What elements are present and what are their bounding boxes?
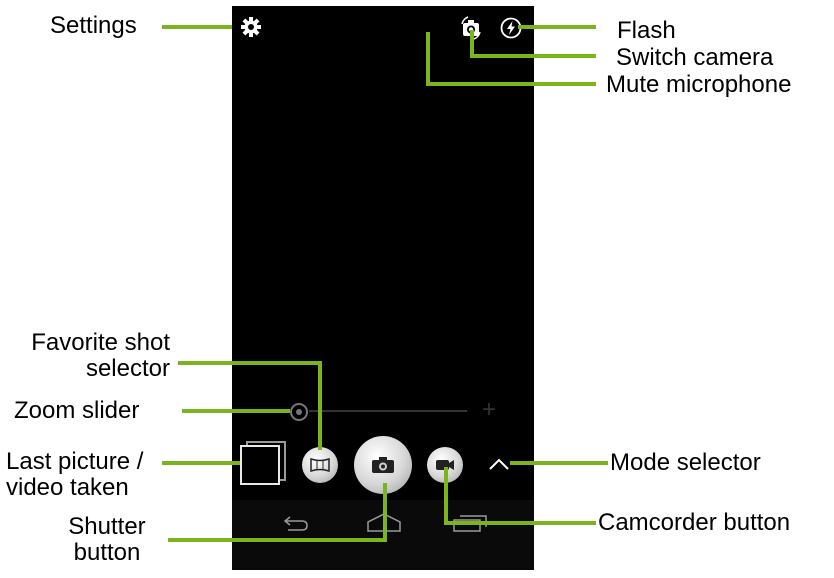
label-zoom-slider: Zoom slider: [14, 397, 140, 424]
label-favorite-shot-line1: Favorite shot: [31, 329, 170, 356]
favorite-shot-button[interactable]: [302, 447, 338, 483]
label-last-picture-line2: video taken: [6, 474, 129, 501]
label-mute-microphone: Mute microphone: [606, 71, 792, 98]
label-last-picture-line1: Last picture /: [6, 448, 144, 475]
label-mode-selector: Mode selector: [610, 449, 761, 476]
last-picture-thumbnail[interactable]: [240, 445, 280, 485]
zoom-in-icon[interactable]: +: [482, 396, 497, 423]
home-icon[interactable]: [366, 512, 402, 532]
zoom-slider-handle[interactable]: [290, 403, 308, 421]
label-shutter-line2: button: [73, 539, 141, 566]
label-shutter-line1: Shutter: [68, 513, 146, 540]
camera-icon: [372, 457, 394, 473]
label-favorite-shot-selector: Favorite shot selector: [6, 330, 170, 382]
favorite-shot-icon: [310, 457, 330, 473]
label-switch-camera: Switch camera: [616, 44, 774, 71]
label-shutter-button: Shutter button: [52, 514, 162, 566]
chevron-up-icon[interactable]: [488, 457, 510, 471]
back-icon[interactable]: [282, 514, 310, 532]
gear-icon[interactable]: [240, 16, 262, 38]
label-camcorder-button: Camcorder button: [598, 509, 791, 536]
label-settings: Settings: [50, 12, 137, 39]
zoom-slider-track[interactable]: [309, 410, 467, 412]
label-flash: Flash: [617, 17, 676, 44]
label-favorite-shot-line2: selector: [85, 355, 170, 382]
label-last-picture: Last picture / video taken: [6, 449, 143, 501]
